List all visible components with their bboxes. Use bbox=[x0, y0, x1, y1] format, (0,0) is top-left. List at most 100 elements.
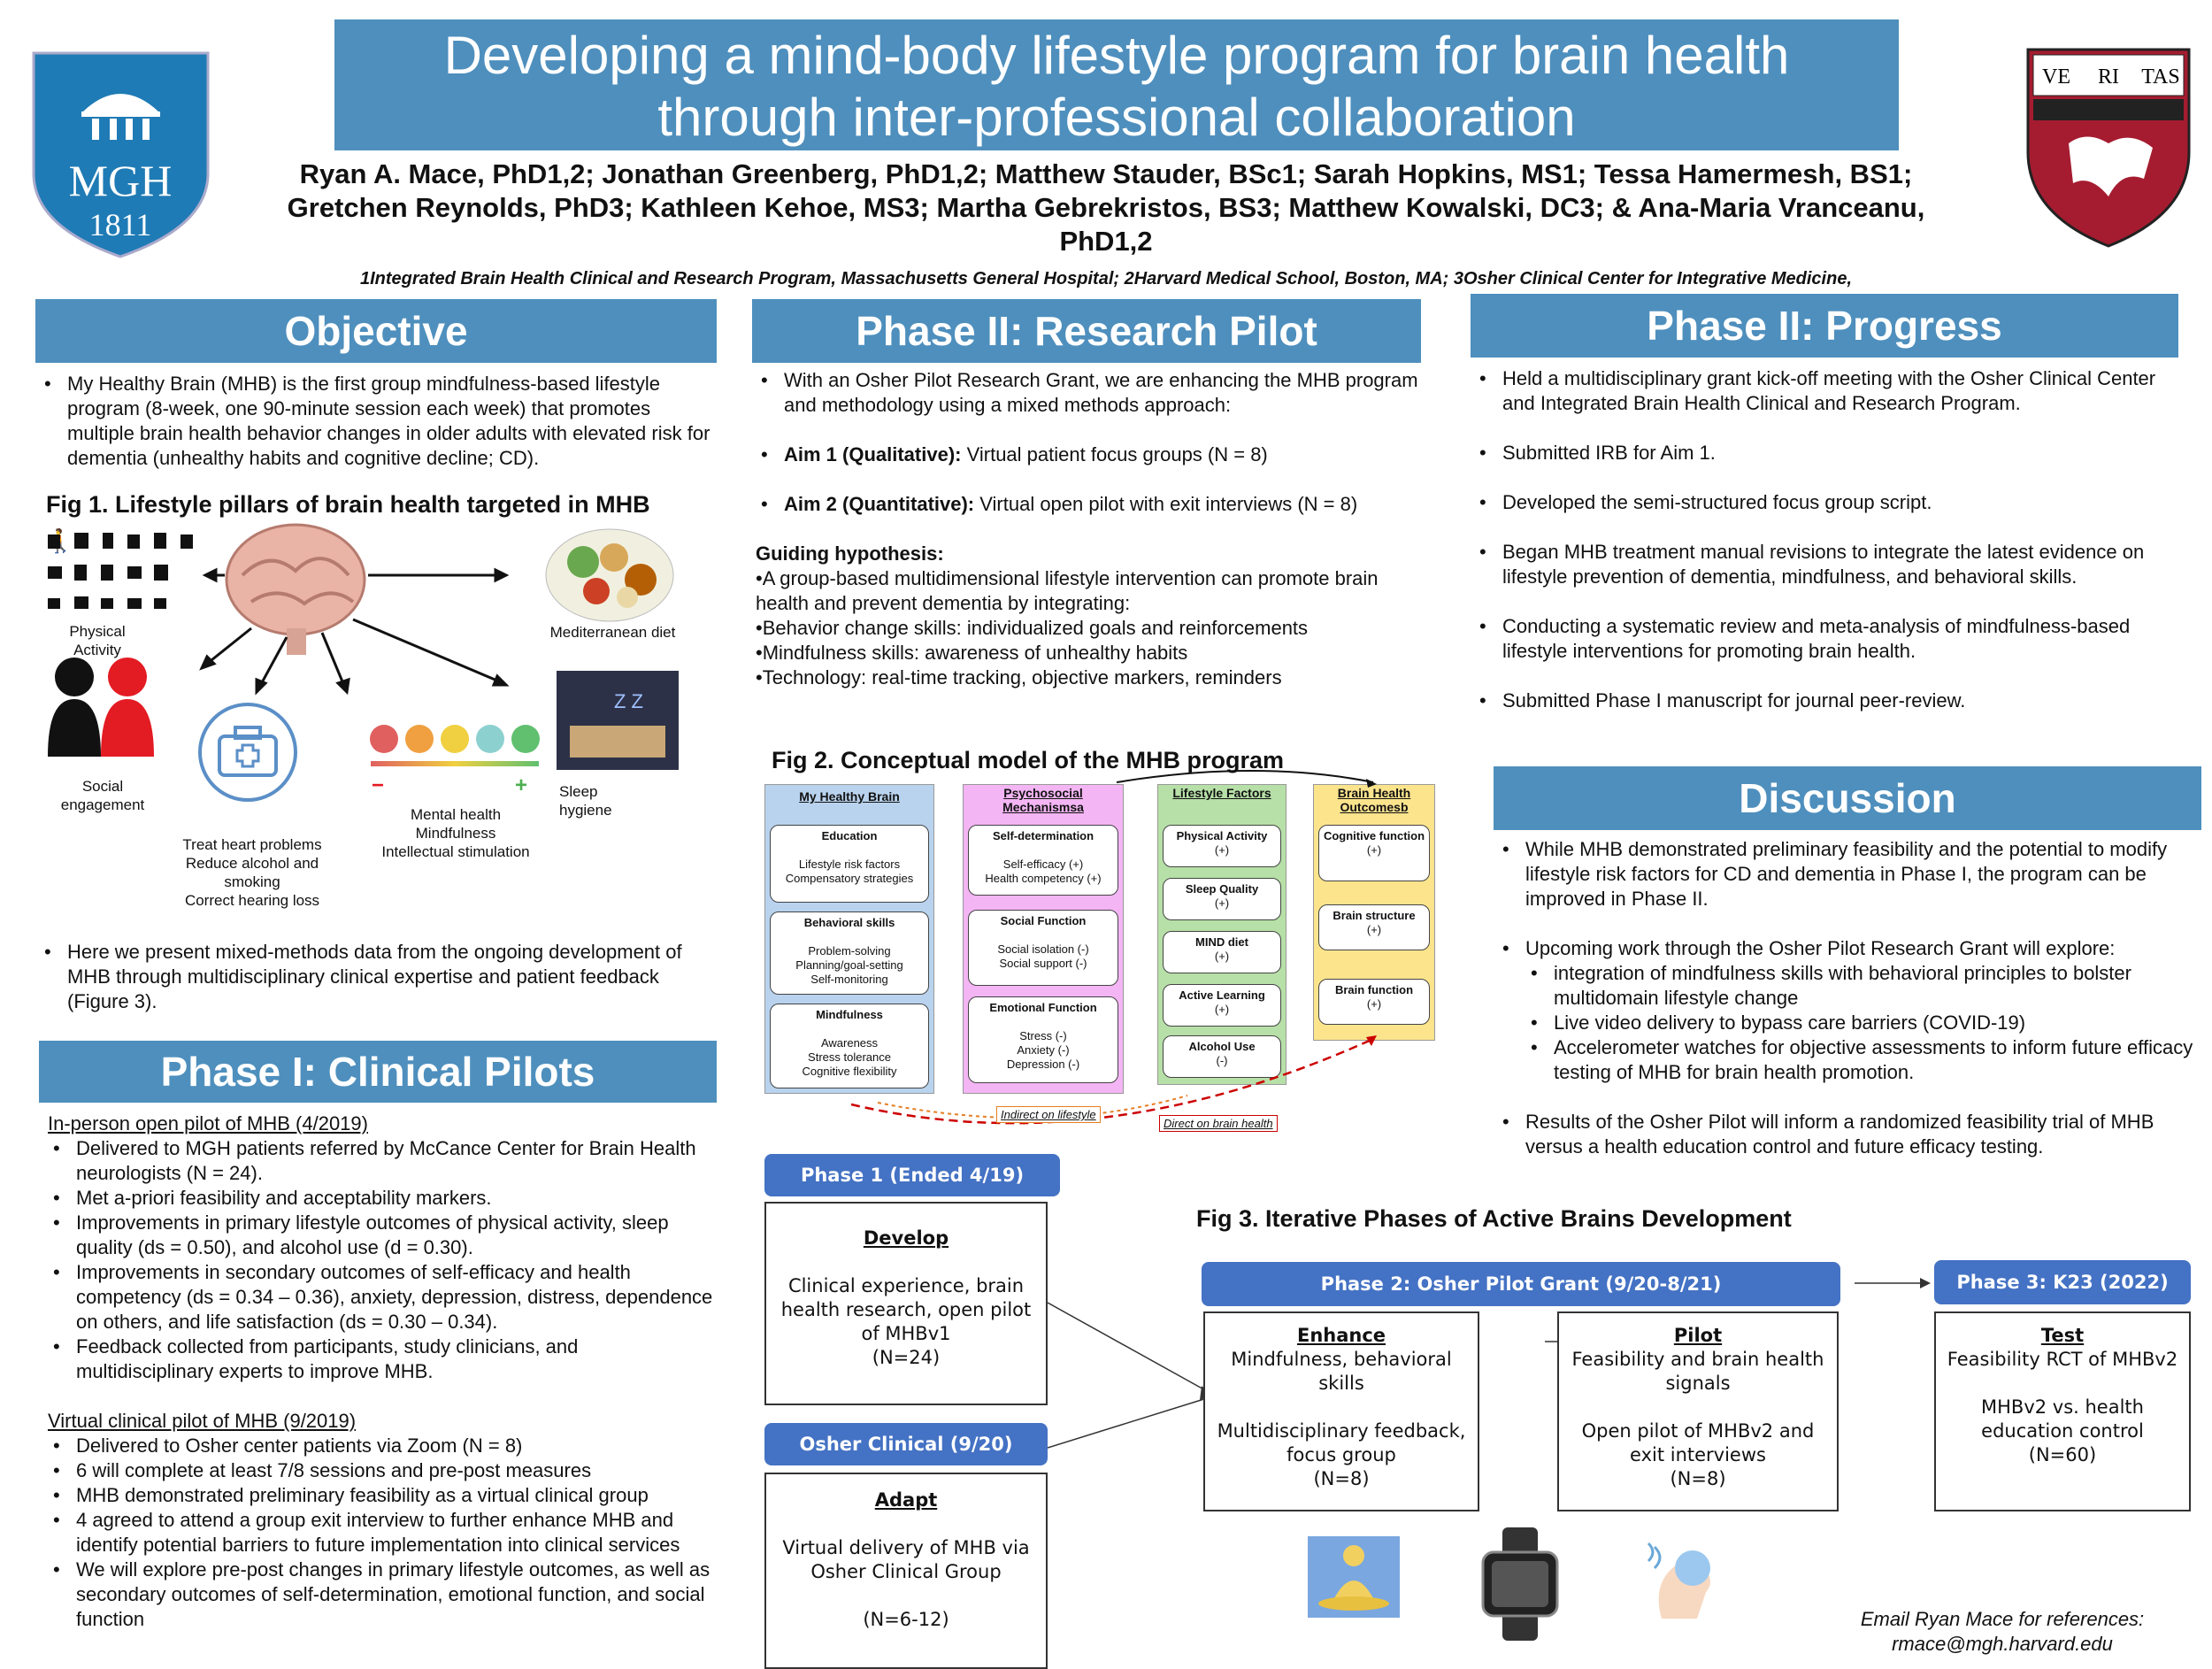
pilot-heading: Pilot bbox=[1673, 1325, 1723, 1346]
fig2-physical-activity: Physical Activity(+) bbox=[1163, 825, 1281, 867]
develop-body: Clinical experience, brain health resear… bbox=[780, 1275, 1032, 1344]
label-heart-alcohol-hearing: Treat heart problems Reduce alcohol and … bbox=[182, 836, 322, 909]
progress-content: Held a multidisciplinary grant kick-off … bbox=[1474, 366, 2173, 713]
mediterranean-diet-image bbox=[545, 528, 674, 622]
veritas-ri: RI bbox=[2098, 65, 2119, 88]
objective-heading: Objective bbox=[35, 299, 717, 363]
hypothesis-line: •Behavior change skills: individualized … bbox=[756, 617, 1309, 639]
pilot-body-2: Open pilot of MHBv2 and exit interviews bbox=[1581, 1420, 1815, 1465]
discussion-subitem: Live video delivery to bypass care barri… bbox=[1525, 1011, 2196, 1035]
adapt-body: Virtual delivery of MHB via Osher Clinic… bbox=[782, 1537, 1030, 1582]
fig2-pathway-arrows bbox=[850, 770, 1377, 1125]
fig1-title: Fig 1. Lifestyle pillars of brain health… bbox=[46, 491, 650, 518]
title-line-1: Developing a mind-body lifestyle program… bbox=[443, 26, 1790, 85]
progress-heading: Phase II: Progress bbox=[1471, 294, 2178, 358]
fig2-col4-head: Brain Health Outcomesb bbox=[1337, 786, 1411, 814]
objective-bullet-1: My Healthy Brain (MHB) is the first grou… bbox=[39, 372, 711, 471]
fig2-col3-head: Lifestyle Factors bbox=[1172, 786, 1271, 800]
enhance-body: Mindfulness, behavioral skills bbox=[1231, 1349, 1452, 1394]
phase1-item: MHB demonstrated preliminary feasibility… bbox=[48, 1483, 720, 1508]
veritas-tas: TAS bbox=[2141, 65, 2179, 88]
test-body: Feasibility RCT of MHBv2 bbox=[1947, 1349, 2178, 1370]
enhance-heading: Enhance bbox=[1296, 1325, 1386, 1346]
research-pilot-text: With an Osher Pilot Research Grant, we a… bbox=[756, 368, 1428, 690]
phase1-subheading-2: Virtual clinical pilot of MHB (9/2019) bbox=[48, 1410, 357, 1432]
author-list: Ryan A. Mace, PhD1,2; Jonathan Greenberg… bbox=[221, 158, 1991, 258]
adapt-n: (N=6-12) bbox=[863, 1609, 949, 1630]
fig2-indirect-label: Indirect on lifestyle bbox=[996, 1106, 1101, 1123]
fig2-active-learning: Active Learning(+) bbox=[1163, 984, 1281, 1027]
phase1-item: Improvements in primary lifestyle outcom… bbox=[48, 1211, 720, 1260]
fig3-title: Fig 3. Iterative Phases of Active Brains… bbox=[1196, 1205, 1792, 1232]
hypothesis-title: Guiding hypothesis: bbox=[756, 542, 944, 565]
minus-sign: − bbox=[372, 773, 384, 797]
pilot-body: Feasibility and brain health signals bbox=[1571, 1349, 1824, 1394]
develop-box: Develop Clinical experience, brain healt… bbox=[764, 1202, 1048, 1405]
discussion-heading: Discussion bbox=[1494, 766, 2201, 830]
adapt-box: Adapt Virtual delivery of MHB via Osher … bbox=[764, 1473, 1048, 1669]
hypothesis-line: •Mindfulness skills: awareness of unheal… bbox=[756, 642, 1188, 664]
mgh-logo-text: MGH bbox=[69, 156, 173, 205]
footer-line-1: Email Ryan Mace for references: bbox=[1860, 1608, 2145, 1630]
adapt-heading: Adapt bbox=[874, 1489, 938, 1511]
phase1-item: Improvements in secondary outcomes of se… bbox=[48, 1260, 720, 1334]
progress-item: Conducting a systematic review and meta-… bbox=[1474, 614, 2173, 664]
objective-text-2: Here we present mixed-methods data from … bbox=[39, 940, 711, 1014]
label-physical-activity: Physical Activity bbox=[69, 623, 129, 658]
aim2: Aim 2 (Quantitative): Virtual open pilot… bbox=[756, 492, 1428, 517]
phase1-item: Delivered to Osher center patients via Z… bbox=[48, 1434, 720, 1458]
phase1-label: Phase 1 (Ended 4/19) bbox=[764, 1154, 1060, 1196]
objective-text: My Healthy Brain (MHB) is the first grou… bbox=[39, 372, 711, 471]
fig2-direct-label: Direct on brain health bbox=[1159, 1115, 1278, 1132]
physical-activity-icons: 🚶 bbox=[46, 527, 193, 609]
first-aid-kit-icon bbox=[198, 703, 297, 802]
phase1-item: We will explore pre-post changes in prim… bbox=[48, 1557, 720, 1632]
progress-item: Held a multidisciplinary grant kick-off … bbox=[1474, 366, 2173, 416]
label-mediterranean-diet: Mediterranean diet bbox=[549, 624, 676, 641]
phase1-item: 4 agreed to attend a group exit intervie… bbox=[48, 1508, 720, 1557]
poster-title: Developing a mind-body lifestyle program… bbox=[334, 19, 1899, 150]
mgh-logo-year: 1811 bbox=[89, 207, 152, 242]
brain-signal-icon bbox=[1647, 1542, 1710, 1619]
fig2-col1-head: My Healthy Brain bbox=[799, 789, 900, 804]
progress-item: Developed the semi-structured focus grou… bbox=[1474, 490, 2173, 515]
objective-bullet-2: Here we present mixed-methods data from … bbox=[39, 940, 711, 1014]
authors-line-2: Gretchen Reynolds, PhD3; Kathleen Kehoe,… bbox=[287, 192, 1925, 223]
enhance-body-2: Multidisciplinary feedback, focus group bbox=[1217, 1420, 1466, 1465]
research-pilot-heading: Phase II: Research Pilot bbox=[752, 299, 1421, 363]
test-n: (N=60) bbox=[2028, 1444, 2097, 1465]
phase2-label: Phase 2: Osher Pilot Grant (9/20-8/21) bbox=[1202, 1262, 1840, 1306]
enhance-n: (N=8) bbox=[1313, 1468, 1370, 1489]
discussion-item: Results of the Osher Pilot will inform a… bbox=[1497, 1110, 2196, 1159]
authors-line-1: Ryan A. Mace, PhD1,2; Jonathan Greenberg… bbox=[299, 158, 1913, 189]
aim2-text: Virtual open pilot with exit interviews … bbox=[974, 493, 1358, 515]
aim1-text: Virtual patient focus groups (N = 8) bbox=[961, 443, 1268, 465]
plus-sign: + bbox=[515, 773, 527, 797]
test-body-2: MHBv2 vs. health education control bbox=[1981, 1396, 2144, 1442]
research-pilot-bullet-1: With an Osher Pilot Research Grant, we a… bbox=[756, 368, 1428, 418]
aim1-label: Aim 1 (Qualitative): bbox=[784, 443, 962, 465]
label-sleep-hygiene: Sleep hygiene bbox=[559, 783, 612, 819]
harvard-shield-logo: VE RI TAS bbox=[2026, 48, 2191, 248]
fig2-title: Fig 2. Conceptual model of the MHB progr… bbox=[772, 747, 1285, 773]
meditation-icon bbox=[1308, 1536, 1400, 1618]
label-mental-health: Mental health Mindfulness Intellectual s… bbox=[381, 806, 530, 860]
hypothesis-line: •Technology: real-time tracking, objecti… bbox=[756, 666, 1282, 688]
svg-text:Z Z: Z Z bbox=[614, 690, 643, 712]
label-social-engagement: Social engagement bbox=[60, 778, 145, 813]
phase1-heading: Phase I: Clinical Pilots bbox=[39, 1041, 717, 1103]
fig1-illustration: 🚶 − + Z Z bbox=[46, 523, 679, 802]
authors-line-3: PhD1,2 bbox=[1059, 226, 1153, 257]
aim1: Aim 1 (Qualitative): Virtual patient foc… bbox=[756, 442, 1428, 467]
enhance-box: Enhance Mindfulness, behavioral skills M… bbox=[1203, 1311, 1479, 1511]
fig2-alcohol-use: Alcohol Use(-) bbox=[1163, 1035, 1281, 1078]
discussion-item: While MHB demonstrated preliminary feasi… bbox=[1497, 837, 2196, 911]
hypothesis-line: •A group-based multidimensional lifestyl… bbox=[756, 567, 1379, 614]
mgh-logo: MGH 1811 bbox=[32, 51, 210, 258]
progress-item: Began MHB treatment manual revisions to … bbox=[1474, 540, 2173, 589]
progress-item: Submitted IRB for Aim 1. bbox=[1474, 441, 2173, 465]
